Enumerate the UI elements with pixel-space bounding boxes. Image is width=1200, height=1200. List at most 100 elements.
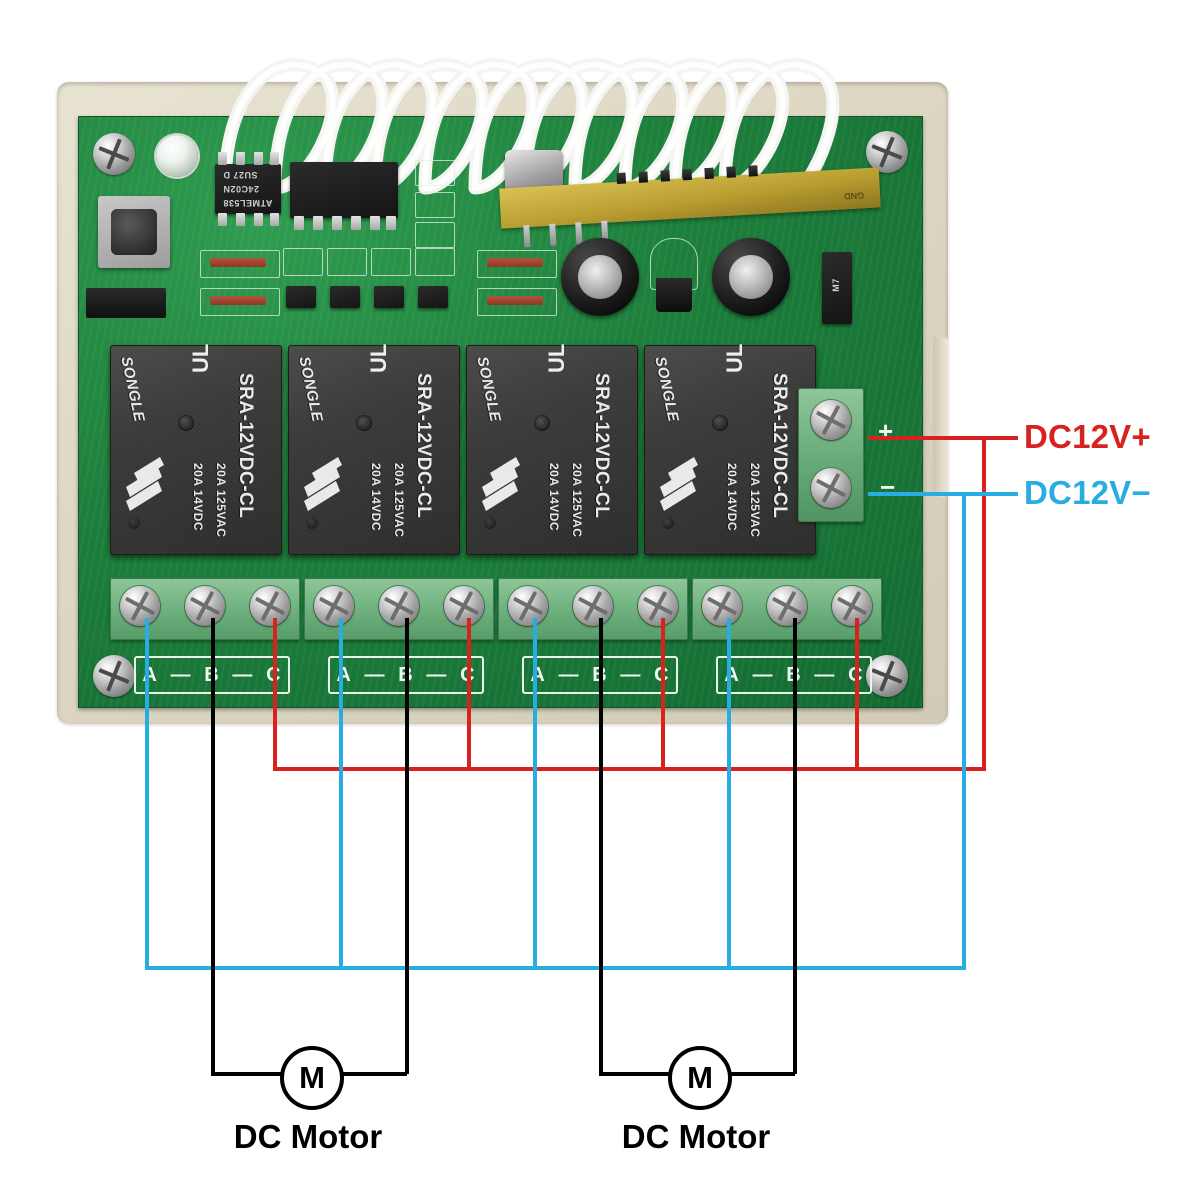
terminal-screw-3b[interactable] bbox=[573, 586, 613, 626]
rf-pin bbox=[638, 171, 649, 183]
driver-ic-pad bbox=[351, 216, 361, 230]
learn-button[interactable] bbox=[98, 196, 170, 268]
relay-logo-stripes bbox=[304, 457, 342, 511]
wire-red-riser-to-supply bbox=[982, 436, 986, 769]
silk-dash: — bbox=[232, 663, 254, 686]
relay-1: SONGLE UL SRA-12VDC-CL 20A 14VDC 20A 125… bbox=[110, 344, 282, 555]
relay-rating-ac: 20A 125VAC bbox=[392, 463, 406, 538]
silk-outline bbox=[415, 160, 455, 186]
terminal-screw-1b[interactable] bbox=[185, 586, 225, 626]
output-terminal-block-3[interactable] bbox=[498, 578, 688, 640]
silk-dash: — bbox=[170, 663, 192, 686]
silk-dash: — bbox=[364, 663, 386, 686]
terminal-screw-4c[interactable] bbox=[832, 586, 872, 626]
inductor bbox=[650, 238, 700, 314]
relay-3: SONGLE UL SRA-12VDC-CL 20A 14VDC 20A 125… bbox=[466, 343, 638, 555]
silk-dash: — bbox=[426, 663, 448, 686]
transistor bbox=[418, 286, 448, 308]
power-terminal-screw-positive[interactable] bbox=[811, 400, 851, 440]
power-plus-silk: + bbox=[878, 416, 894, 446]
wire-black-b1 bbox=[211, 618, 215, 1074]
mounting-screw-bottom-left bbox=[93, 655, 135, 697]
power-minus-silk: − bbox=[880, 472, 896, 502]
relay-vent-hole bbox=[178, 415, 194, 431]
rf-leg bbox=[523, 225, 531, 248]
terminal-screw-2a[interactable] bbox=[314, 586, 354, 626]
wire-black-motor1-left bbox=[211, 1072, 281, 1076]
wire-blue-a4 bbox=[727, 618, 731, 970]
output-terminal-block-2[interactable] bbox=[304, 578, 494, 640]
eeprom-pad bbox=[254, 152, 263, 165]
wire-red-c1 bbox=[273, 618, 277, 771]
silk-dash: — bbox=[752, 663, 774, 686]
terminal-screw-2c[interactable] bbox=[444, 586, 484, 626]
relay-model: SRA-12VDC-CL bbox=[591, 373, 612, 519]
status-led bbox=[156, 135, 198, 177]
rf-leg bbox=[549, 223, 557, 246]
wire-blue-a1 bbox=[145, 618, 149, 970]
relay-rating-ac: 20A 125VAC bbox=[748, 463, 762, 538]
wire-red-bus bbox=[273, 767, 986, 771]
power-terminal-screw-negative[interactable] bbox=[811, 468, 851, 508]
power-terminal-block[interactable] bbox=[798, 388, 864, 522]
wire-red-to-dc12v-plus-label bbox=[868, 436, 1018, 440]
wire-black-motor2-left bbox=[599, 1072, 669, 1076]
resistor bbox=[487, 258, 543, 267]
driver-ic-pad bbox=[313, 216, 323, 230]
rf-pin bbox=[616, 172, 627, 185]
rf-pin bbox=[748, 165, 758, 177]
rf-pin bbox=[682, 168, 692, 181]
silk-outline bbox=[477, 288, 557, 316]
wire-red-c2 bbox=[467, 618, 471, 771]
wire-black-b4 bbox=[793, 618, 797, 1074]
terminal-screw-2b[interactable] bbox=[379, 586, 419, 626]
eeprom-ic: SU27 D 24C02N ATMEL538 bbox=[215, 164, 281, 214]
output-terminal-block-4[interactable] bbox=[692, 578, 882, 640]
transistor bbox=[374, 286, 404, 308]
relay-vent-hole bbox=[712, 415, 728, 431]
relay-vent-hole bbox=[356, 415, 372, 431]
terminal-screw-1a[interactable] bbox=[120, 586, 160, 626]
terminal-screw-3c[interactable] bbox=[638, 586, 678, 626]
motor-label-2: DC Motor bbox=[621, 1118, 771, 1155]
driver-ic-pad bbox=[370, 216, 380, 230]
jumper-header[interactable] bbox=[86, 288, 166, 318]
silk-dash: — bbox=[814, 663, 836, 686]
relay-brand: SONGLE bbox=[295, 355, 326, 424]
output-terminal-block-1[interactable] bbox=[110, 578, 300, 640]
dc12v-positive-label: DC12V+ bbox=[1024, 418, 1151, 455]
relay-2: SONGLE UL SRA-12VDC-CL 20A 14VDC 20A 125… bbox=[288, 344, 460, 555]
terminal-screw-4b[interactable] bbox=[767, 586, 807, 626]
motor-symbol-2: M bbox=[668, 1046, 732, 1110]
eeprom-pad bbox=[236, 152, 245, 165]
dc12v-negative-label: DC12V− bbox=[1024, 474, 1151, 511]
silk-outline bbox=[200, 250, 280, 278]
relay-model: SRA-12VDC-CL bbox=[413, 373, 434, 519]
terminal-screw-4a[interactable] bbox=[702, 586, 742, 626]
terminal-screw-3a[interactable] bbox=[508, 586, 548, 626]
relay-brand: SONGLE bbox=[117, 355, 148, 424]
motor-symbol-1: M bbox=[280, 1046, 344, 1110]
relay-rating-dc: 20A 14VDC bbox=[725, 463, 739, 532]
relay-4: SONGLE UL SRA-12VDC-CL 20A 14VDC 20A 125… bbox=[644, 343, 816, 555]
wire-black-b3 bbox=[599, 618, 603, 1074]
terminal-screw-1c[interactable] bbox=[250, 586, 290, 626]
relay-logo-stripes bbox=[660, 457, 698, 511]
eeprom-pad bbox=[218, 213, 227, 226]
relay-rating-dc: 20A 14VDC bbox=[369, 463, 383, 532]
eeprom-pad bbox=[270, 152, 279, 165]
rf-pin bbox=[660, 170, 671, 182]
relay-dot bbox=[306, 517, 318, 529]
wire-blue-bus bbox=[145, 966, 966, 970]
relay-ul-logo: UL bbox=[544, 343, 569, 373]
silk-outline bbox=[415, 192, 455, 218]
silk-outline bbox=[327, 248, 367, 276]
silk-dash: — bbox=[558, 663, 580, 686]
eeprom-line1: ATMEL538 bbox=[223, 198, 273, 208]
resistor bbox=[210, 296, 266, 305]
wire-black-b2 bbox=[405, 618, 409, 1074]
relay-ul-logo: UL bbox=[722, 343, 747, 373]
relay-dot bbox=[484, 517, 496, 529]
silk-outline bbox=[371, 248, 411, 276]
driver-ic-pad bbox=[386, 216, 396, 230]
